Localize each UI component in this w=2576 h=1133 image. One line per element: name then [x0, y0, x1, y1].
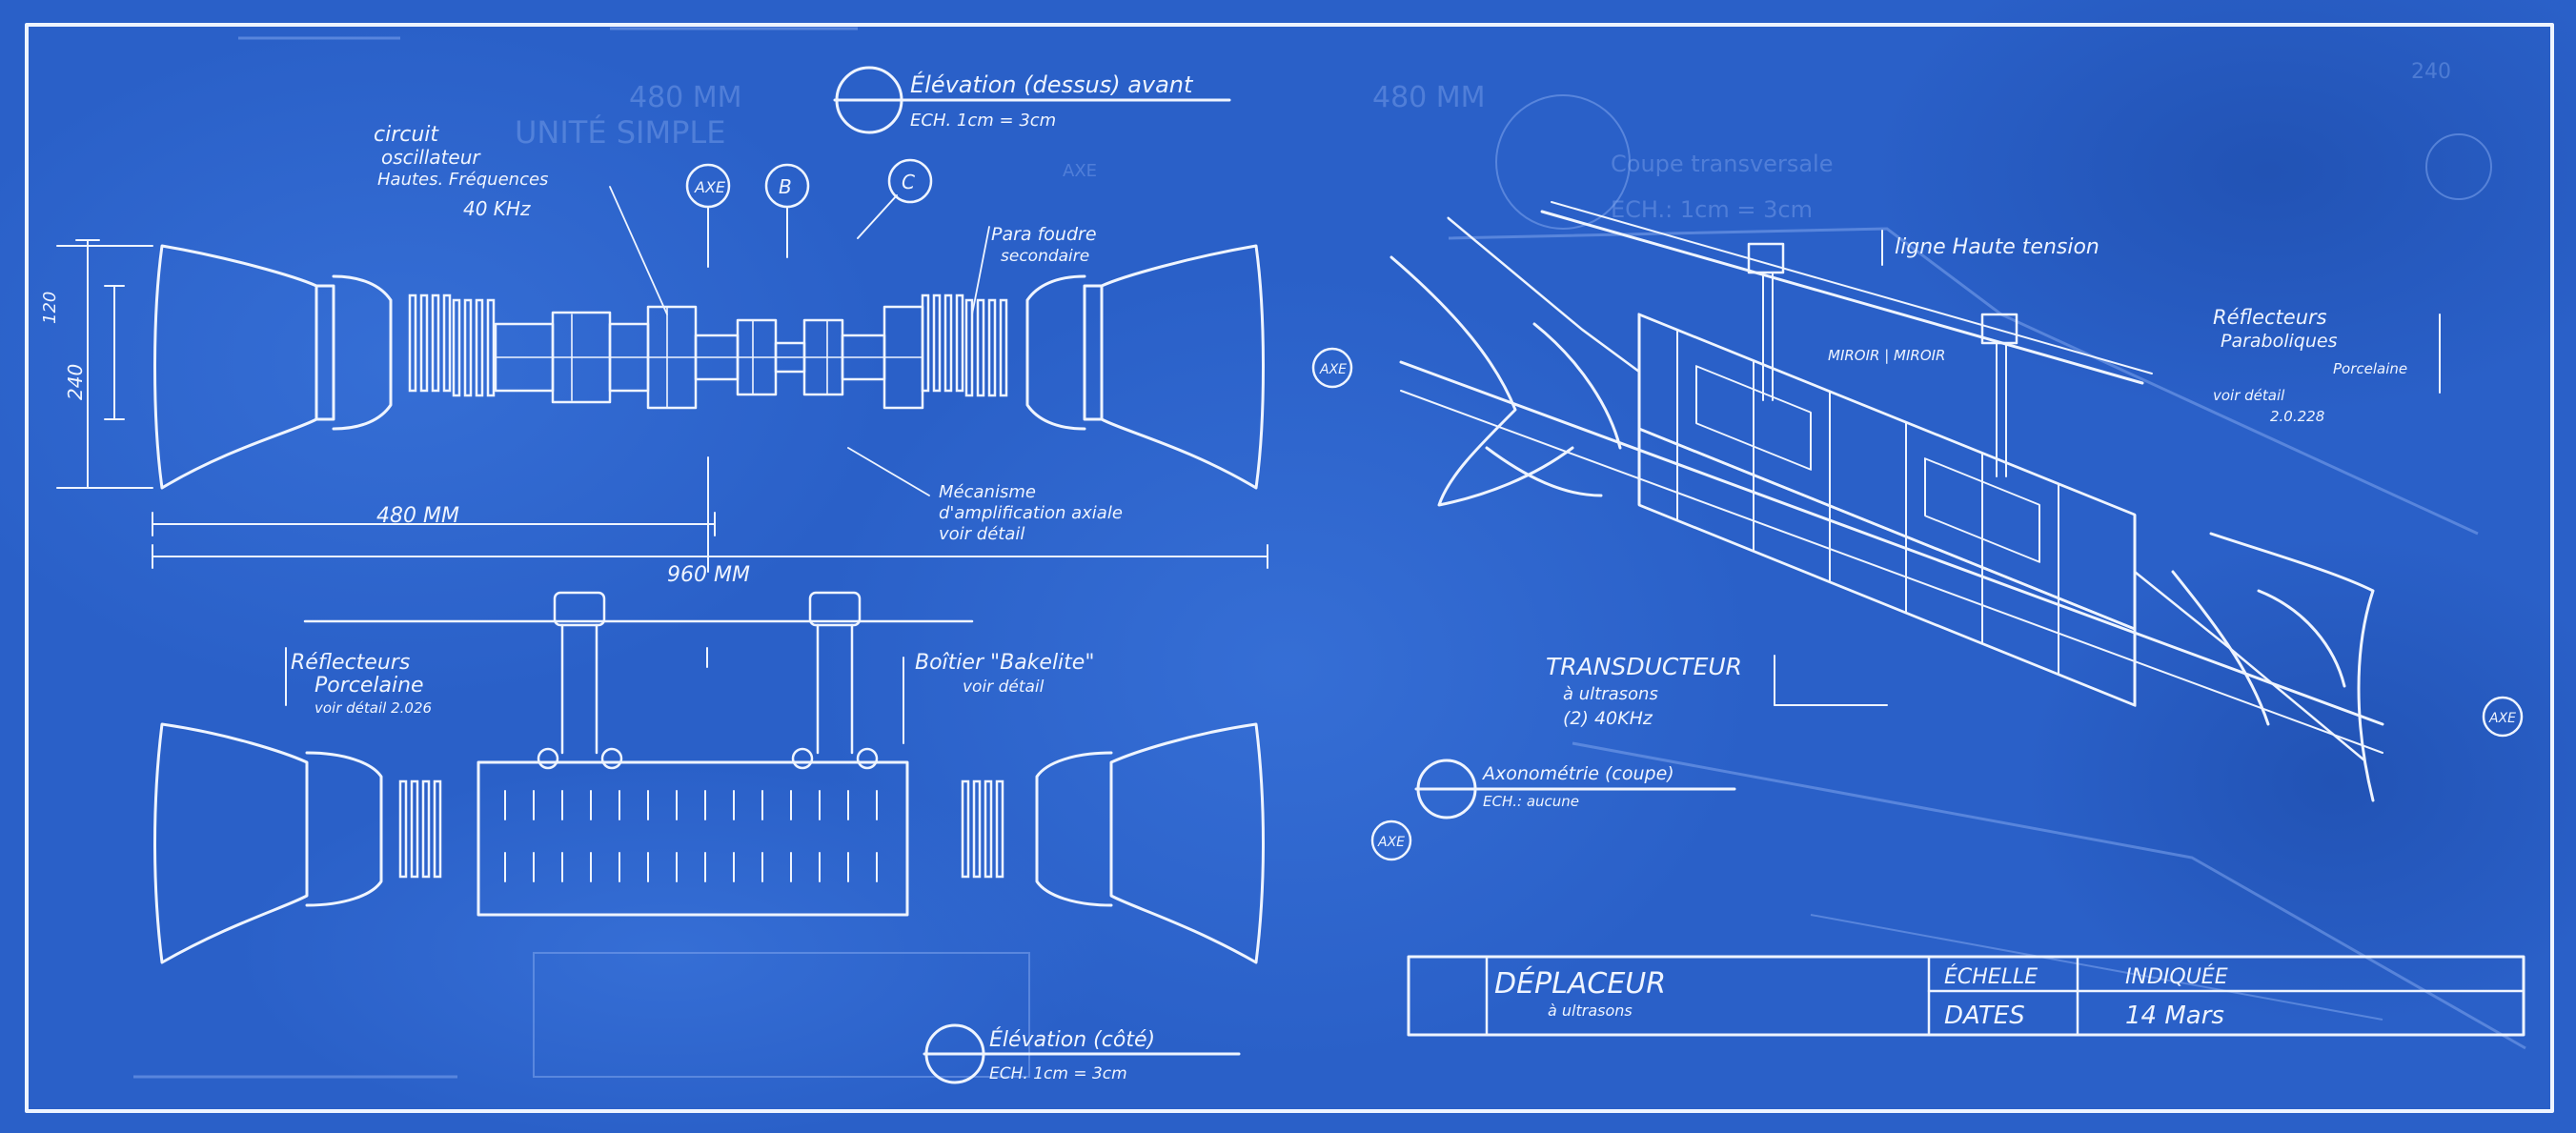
- horn-reflector-right: [1100, 244, 1265, 490]
- central-mechanism: [494, 305, 924, 410]
- ghost-drawing: 480 MM 480 MM UNITÉ SIMPLE Coupe transve…: [133, 27, 2526, 1079]
- axis-label-c: C: [902, 171, 915, 193]
- axis-markers: AXE B C AXE: [685, 158, 1353, 389]
- parabolic-label-4: voir détail: [2213, 387, 2285, 404]
- side-view-scale: ECH. 1cm = 3cm: [989, 1064, 1127, 1083]
- bakelite-label-2: voir détail: [963, 678, 1045, 697]
- axon-view-scale: ECH.: aucune: [1483, 793, 1579, 810]
- reflectors-label-2: Porcelaine: [314, 674, 424, 698]
- dimension-lines-top: [56, 239, 1268, 573]
- side-horn-left: [153, 722, 309, 964]
- oscillator-label-2: oscillateur: [381, 146, 481, 169]
- side-elevation-view: Élévation (côté) ECH. 1cm = 3cm Réflecte…: [153, 591, 1265, 1084]
- side-view-title: Élévation (côté): [989, 1027, 1155, 1052]
- axis-label-side: AXE: [1319, 362, 1347, 377]
- oscillator-label-1: circuit: [374, 123, 439, 147]
- hv-line-label: ligne Haute tension: [1895, 235, 2099, 259]
- reflectors-label-1: Réflecteurs: [291, 651, 410, 675]
- dim-total-length: 960 MM: [667, 563, 750, 587]
- bakelite-housing: [477, 760, 909, 917]
- ghost-text-number: 240: [2411, 60, 2451, 84]
- ghost-text-unit: UNITÉ SIMPLE: [515, 114, 725, 151]
- parabolic-label-5: 2.0.228: [2270, 408, 2324, 425]
- ghost-text-axe: AXE: [1063, 161, 1097, 181]
- top-elevation-view: Élévation (dessus) avant ECH. 1cm = 3cm …: [40, 66, 1353, 587]
- transducer-label-2: à ultrasons: [1563, 684, 1658, 704]
- axis-label-axon: AXE: [1377, 835, 1405, 850]
- oscillator-label-4: 40 KHz: [463, 197, 531, 220]
- axis-label-axon-right: AXE: [2488, 711, 2516, 726]
- ghost-text-section: Coupe transversale: [1611, 151, 1833, 177]
- lightning-label-2: secondaire: [1001, 247, 1089, 266]
- transducer-label-1: TRANSDUCTEUR: [1546, 653, 1742, 680]
- ghost-text-scale: ECH.: 1cm = 3cm: [1611, 196, 1813, 223]
- title-block-scale-value: INDIQUÉE: [2125, 964, 2228, 989]
- ghost-text-dim-2: 480 MM: [1372, 81, 1486, 114]
- top-view-title: Élévation (dessus) avant: [910, 71, 1194, 98]
- axis-label-a: AXE: [694, 178, 726, 196]
- mechanism-label-1: Mécanisme: [939, 482, 1036, 502]
- title-block-date-value: 14 Mars: [2125, 1001, 2224, 1030]
- transducer-label-3: (2) 40KHz: [1563, 708, 1653, 729]
- mirror-label: MIROIR | MIROIR: [1828, 347, 1945, 364]
- hv-terminals: [303, 591, 974, 770]
- parabolic-label-3: Porcelaine: [2333, 360, 2407, 377]
- bakelite-label-1: Boîtier "Bakelite": [915, 651, 1094, 675]
- sheet-border: [25, 23, 2554, 1113]
- horn-reflector-left: [153, 244, 318, 490]
- dim-half-length: 480 MM: [376, 504, 459, 528]
- lightning-label-1: Para foudre: [991, 224, 1097, 245]
- axon-view-title: Axonométrie (coupe): [1481, 763, 1674, 784]
- axis-label-b: B: [779, 175, 792, 198]
- dim-inner-height: 120: [40, 292, 60, 324]
- axon-housing: [1447, 216, 2365, 761]
- title-block-name: DÉPLACEUR: [1494, 966, 1666, 1001]
- dim-outer-height: 240: [64, 364, 87, 400]
- ghost-text-dim: 480 MM: [629, 81, 742, 114]
- parabolic-label-1: Réflecteurs: [2213, 306, 2327, 329]
- reflectors-label-3: voir détail 2.026: [314, 699, 432, 717]
- mechanism-label-2: d'amplification axiale: [939, 503, 1123, 523]
- mechanism-label-3: voir détail: [939, 524, 1024, 544]
- housing-slots: [504, 790, 878, 882]
- axonometric-section-view: ligne Haute tension MIROIR | MIROIR Réfl…: [1370, 201, 2524, 861]
- oscillator-label-3: Hautes. Fréquences: [377, 170, 548, 190]
- parabolic-label-2: Paraboliques: [2221, 331, 2338, 352]
- side-horn-right: [1109, 722, 1265, 964]
- title-block-scale-label: ÉCHELLE: [1944, 964, 2038, 989]
- title-block: DÉPLACEUR à ultrasons ÉCHELLE INDIQUÉE D…: [1407, 955, 2525, 1037]
- top-view-scale: ECH. 1cm = 3cm: [910, 111, 1056, 131]
- title-block-subtitle: à ultrasons: [1548, 1001, 1633, 1020]
- title-block-date-label: DATES: [1944, 1001, 2025, 1030]
